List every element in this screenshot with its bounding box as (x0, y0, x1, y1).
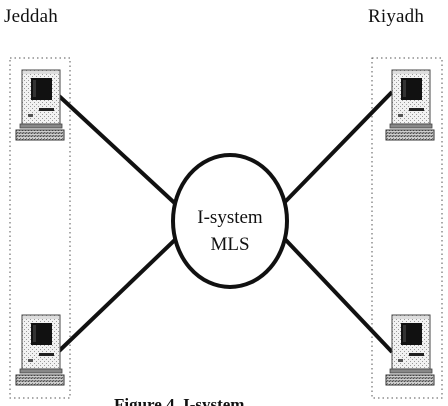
hub-label-line1: I-system (197, 207, 263, 228)
riyadh-site-boundary (371, 57, 443, 399)
link-jeddah-top (56, 93, 182, 210)
riyadh-computer-top (385, 69, 435, 141)
riyadh-computer-bottom (385, 314, 435, 386)
hub-label-line2: MLS (210, 234, 249, 255)
link-riyadh-bottom (280, 234, 394, 354)
jeddah-site-boundary (9, 57, 71, 399)
site-label-jeddah: Jeddah (4, 6, 58, 27)
jeddah-computer-bottom (15, 314, 65, 386)
hub-ellipse (171, 153, 289, 289)
link-jeddah-bottom (56, 233, 182, 354)
link-riyadh-top (280, 90, 394, 207)
figure-caption: Figure 4. I-system (114, 395, 244, 406)
site-label-riyadh: Riyadh (368, 6, 425, 27)
jeddah-computer-top (15, 69, 65, 141)
